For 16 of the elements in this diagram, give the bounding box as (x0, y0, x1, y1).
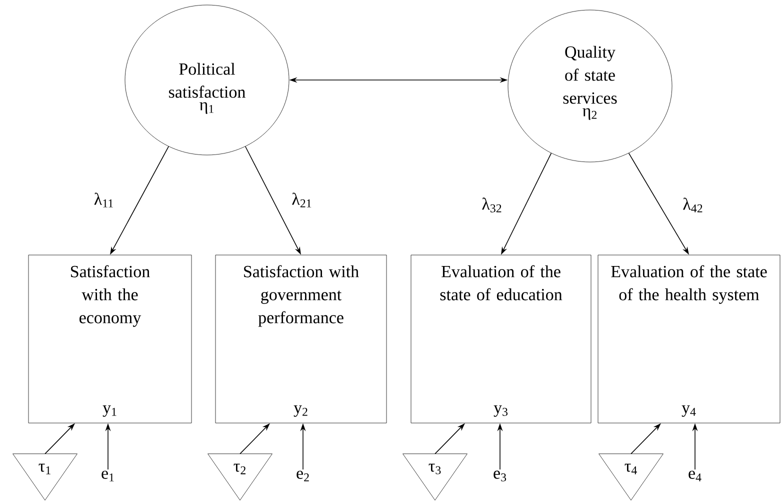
indicator-box: Evaluation of the state of education y$_{3}$ (410, 254, 592, 424)
error-term: e$_{1}$ (102, 470, 114, 482)
indicator-box: Satisfaction with government performance y$_{2}$ (215, 254, 387, 424)
indicator-box: Evaluation of the state of the health system y$_{4}$ (598, 254, 780, 424)
edge-label: λ$_{11}$ (92, 192, 116, 208)
error-term: e$_{2}$ (296, 470, 309, 482)
edge-label: λ$_{42}$ (682, 196, 704, 214)
intercept-triangle: τ$_{4}$ (598, 454, 664, 500)
error-term: e$_{4}$ (688, 470, 702, 482)
intercept-triangle: τ$_{1}$ (12, 454, 78, 500)
edge-label: λ$_{32}$ (480, 196, 504, 214)
indicator-box: Satisfaction with the economy y$_{1}$ (28, 254, 192, 424)
error-term: e$_{3}$ (494, 470, 506, 482)
intercept-triangle: τ$_{3}$ (402, 454, 468, 500)
edge-label: λ$_{21}$ (290, 192, 314, 208)
intercept-triangle: τ$_{2}$ (208, 454, 272, 500)
